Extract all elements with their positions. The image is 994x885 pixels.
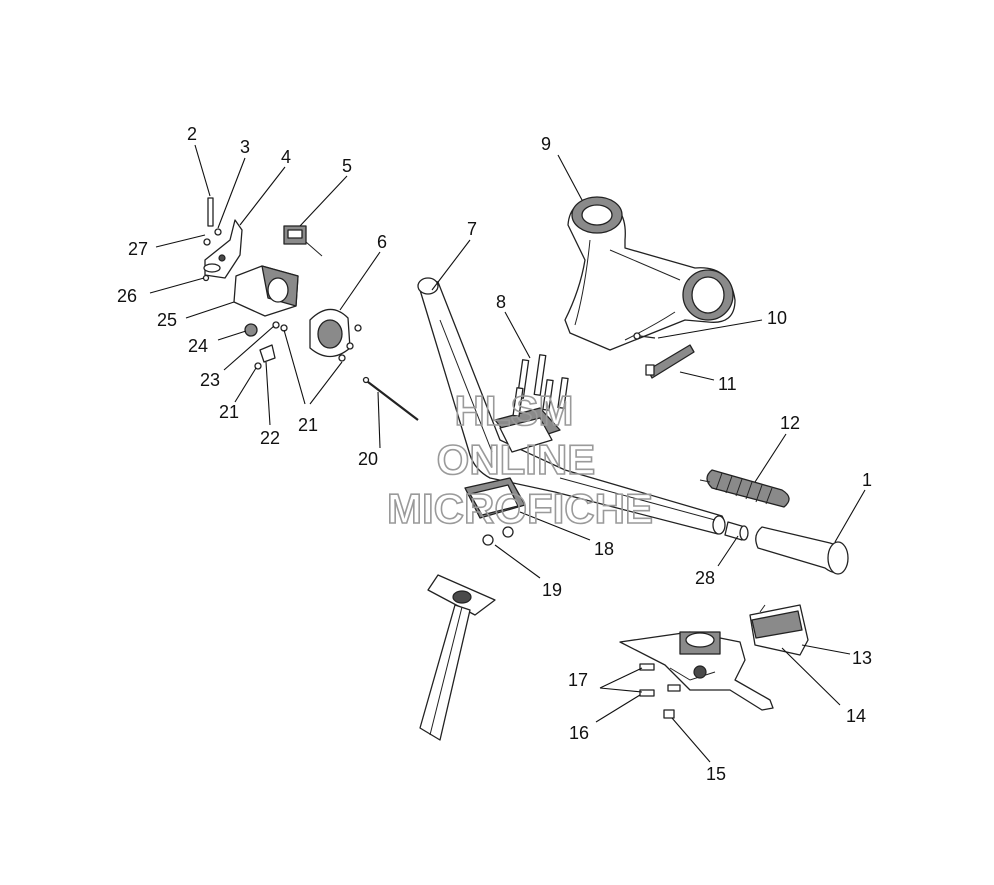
callout-28: 28 [695,568,715,588]
callout-2: 2 [187,124,197,144]
reservoir-cover [749,604,809,656]
cover-screw [633,332,656,340]
callout-1: 1 [862,470,872,490]
leader-lines [149,144,866,763]
callout-13: 13 [852,648,872,668]
callout-8: 8 [496,292,506,312]
callout-6: 6 [377,232,387,252]
callout-16: 16 [569,723,589,743]
switch-module [283,225,323,257]
watermark-line-2: ONLINE [437,436,596,483]
callout-15: 15 [706,764,726,784]
left-grip [699,469,790,508]
callout-18: 18 [594,539,614,559]
handlebar-cover [564,196,736,351]
steering-post [419,574,496,741]
callout-24: 24 [188,336,208,356]
switch-bracket [203,197,243,279]
master-cylinder [619,631,774,711]
callout-20: 20 [358,449,378,469]
clamp-bolts [512,354,569,417]
throttle-cable [362,376,419,421]
callout-5: 5 [342,156,352,176]
callout-22: 22 [260,428,280,448]
callout-26: 26 [117,286,137,306]
callout-27: 27 [128,239,148,259]
cable-tie [645,344,695,379]
callout-9: 9 [541,134,551,154]
throttle-tube [724,521,749,541]
master-cylinder-screws [639,663,681,719]
watermark: HLSM ONLINE MICROFICHE [386,386,654,533]
callout-19: 19 [542,580,562,600]
callout-25: 25 [157,310,177,330]
callout-14: 14 [846,706,866,726]
callout-11: 11 [718,374,737,394]
switch-housing-lower [309,308,362,358]
handlebar-clamp [464,407,561,519]
watermark-line-1: HLSM [455,387,574,434]
callout-21-left: 21 [219,402,239,422]
clamp-nuts [482,526,514,546]
callout-3: 3 [240,137,250,157]
callout-23: 23 [200,370,220,390]
callout-7: 7 [467,219,477,239]
callout-21-right: 21 [298,415,318,435]
callout-12: 12 [780,413,800,433]
switch-small-parts [202,274,346,370]
watermark-line-3: MICROFICHE [387,485,653,532]
callout-labels: 2 3 4 5 6 7 8 9 10 11 12 1 28 13 14 15 1… [117,124,872,784]
callout-4: 4 [281,147,291,167]
callout-17: 17 [568,670,588,690]
switch-housing-upper [233,265,299,317]
right-grip [755,526,849,575]
handlebar [417,277,726,535]
callout-10: 10 [767,308,787,328]
